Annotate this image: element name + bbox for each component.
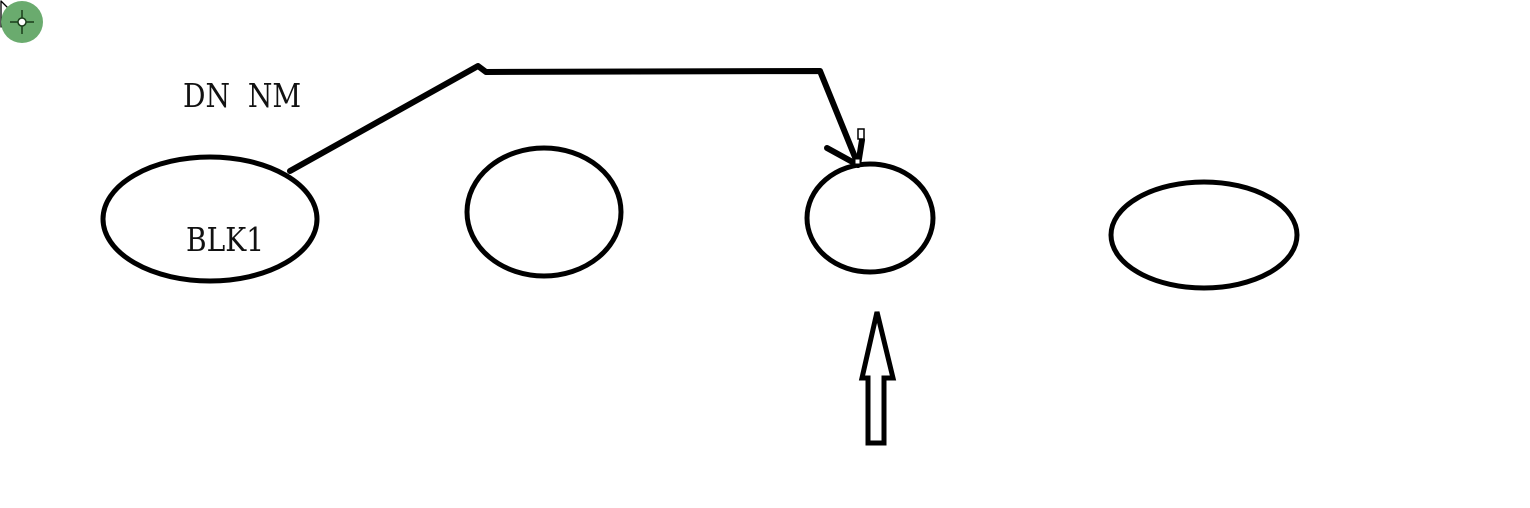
connector-line[interactable]	[287, 63, 860, 174]
label-blk1: BLK1	[186, 220, 265, 259]
label-dn-nm: DN NM	[183, 76, 302, 115]
ellipse-blk1[interactable]	[100, 154, 320, 284]
connector-arrowhead-left	[824, 145, 861, 168]
ellipse-4[interactable]	[1108, 179, 1300, 291]
crosshair-icon[interactable]	[0, 0, 44, 44]
selection-handle[interactable]	[857, 128, 865, 140]
ellipse-3[interactable]	[804, 161, 936, 275]
ellipse-2[interactable]	[464, 145, 624, 279]
up-arrow-icon	[858, 311, 897, 446]
selection-handle-tip[interactable]	[854, 158, 861, 165]
